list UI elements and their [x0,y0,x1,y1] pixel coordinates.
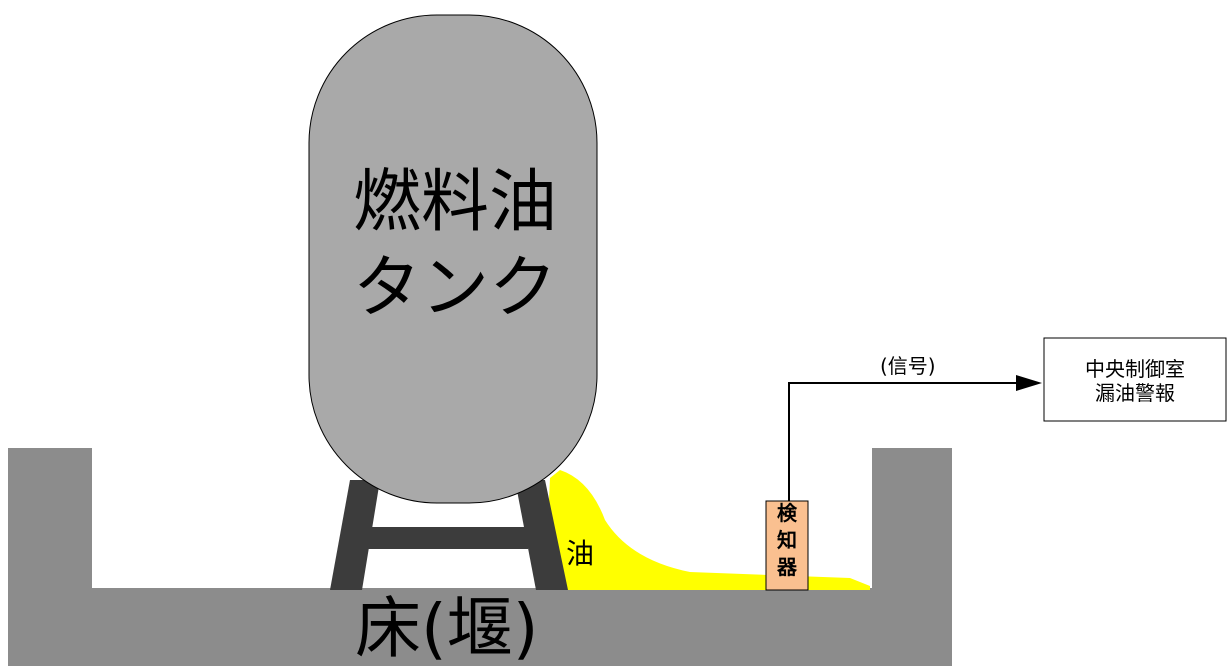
detector-char: 知 [777,528,797,552]
signal-label: (信号) [880,354,936,378]
signal-line [788,382,1020,501]
alarm-label: 中央制御室 漏油警報 [1044,357,1226,405]
alarm-label-line2: 漏油警報 [1095,381,1175,405]
tank-label: 燃料油 タンク [310,160,600,332]
tank-label-line1: 燃料油 [352,163,557,242]
floor-label: 床(堰) [355,590,539,667]
alarm-box [1043,337,1227,422]
alarm-label-line1: 中央制御室 [1085,357,1185,381]
tank-label-line2: タンク [352,249,557,328]
tank-crossbar [368,527,528,549]
fuel-oil-tank [308,14,598,504]
leak-detector [765,500,809,591]
floor-dike [8,448,952,666]
leaked-oil [545,470,870,590]
tank-leg-right [515,480,568,590]
signal-arrowhead [1016,375,1042,391]
detector-char: 検 [777,501,797,525]
oil-label: 油 [566,537,595,570]
tank-leg-left [330,480,380,590]
detector-char: 器 [777,555,797,579]
tank-stand [330,480,568,590]
detector-label: 検 知 器 [766,500,808,581]
